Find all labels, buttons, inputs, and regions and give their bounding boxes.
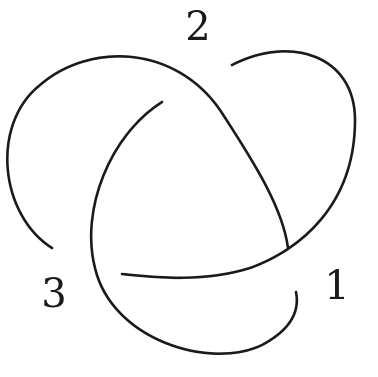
strand-left-loop (7, 56, 288, 248)
strand-right-loop (122, 51, 355, 277)
strand-bottom-loop (91, 102, 297, 354)
crossing-label-1: 1 (324, 263, 349, 309)
crossing-label-2: 2 (185, 4, 210, 50)
crossing-label-3: 3 (41, 271, 66, 317)
